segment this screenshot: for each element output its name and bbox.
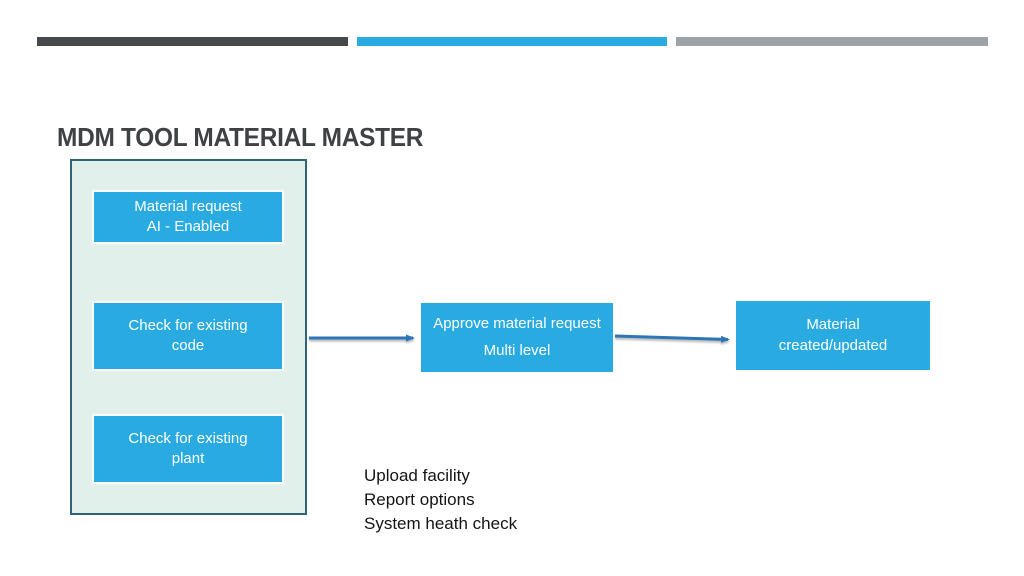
feature-notes-list: Upload facility Report options System he… — [364, 464, 517, 536]
top-bar-cyan — [357, 37, 667, 46]
approve-box-sublabel: Multi level — [483, 342, 551, 359]
arrow-approve-to-result-icon — [614, 334, 730, 343]
step-material-request: Material request AI - Enabled — [92, 190, 284, 244]
step-check-existing-code: Check for existing code — [92, 301, 284, 371]
note-report-options: Report options — [364, 490, 475, 509]
page-title: MDM TOOL MATERIAL MASTER — [57, 122, 424, 152]
note-system-health-check: System heath check — [364, 514, 518, 533]
note-upload-facility: Upload facility — [364, 466, 470, 485]
top-bar-gray — [676, 37, 988, 46]
result-box-label-line: Material — [806, 316, 860, 334]
approve-box-label: Approve material request — [433, 314, 601, 332]
result-box-label-line: created/updated — [778, 336, 888, 354]
step-label-line: Material request — [134, 197, 242, 215]
step-label-line: plant — [171, 450, 205, 467]
box-approve-material-request: Approve material request Multi level — [421, 303, 613, 372]
step-label-line: Check for existing — [128, 429, 248, 447]
box-material-created-updated: Material created/updated — [736, 301, 930, 370]
step-check-existing-plant: Check for existing plant — [92, 414, 284, 484]
top-bar-dark — [37, 37, 348, 46]
mdm-tool-group-container: Material request AI - Enabled Check for … — [70, 159, 307, 515]
step-label-line: Check for existing — [128, 316, 248, 334]
step-label-line: AI - Enabled — [146, 218, 230, 235]
step-label-line: code — [171, 337, 205, 354]
